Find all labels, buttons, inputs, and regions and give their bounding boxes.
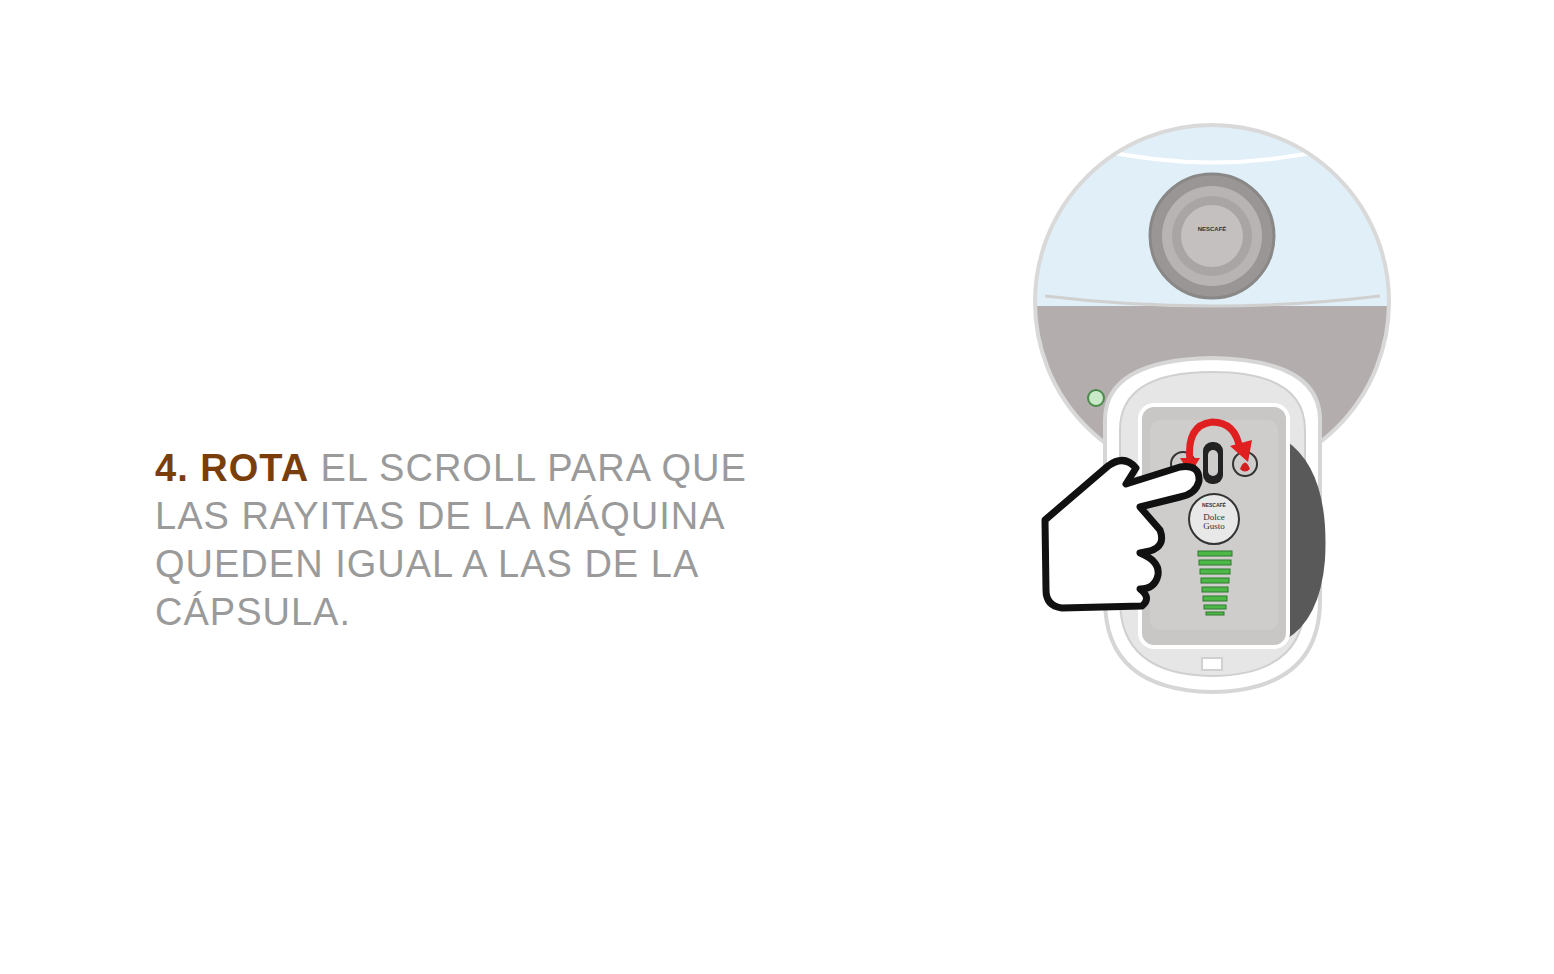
pointing-hand xyxy=(1045,460,1199,608)
step-heading: 4. ROTA xyxy=(155,447,309,489)
brand-mark: NESCAFÉ xyxy=(1198,226,1227,232)
level-bars xyxy=(1189,494,1239,615)
brand-logo: Dolce Gusto xyxy=(1199,513,1229,531)
machine-head xyxy=(1030,120,1400,479)
instruction-text: 4. ROTAEL SCROLL PARA QUE LAS RAYITAS DE… xyxy=(155,444,775,636)
brand-mark: NESCAFÉ xyxy=(1202,502,1226,508)
